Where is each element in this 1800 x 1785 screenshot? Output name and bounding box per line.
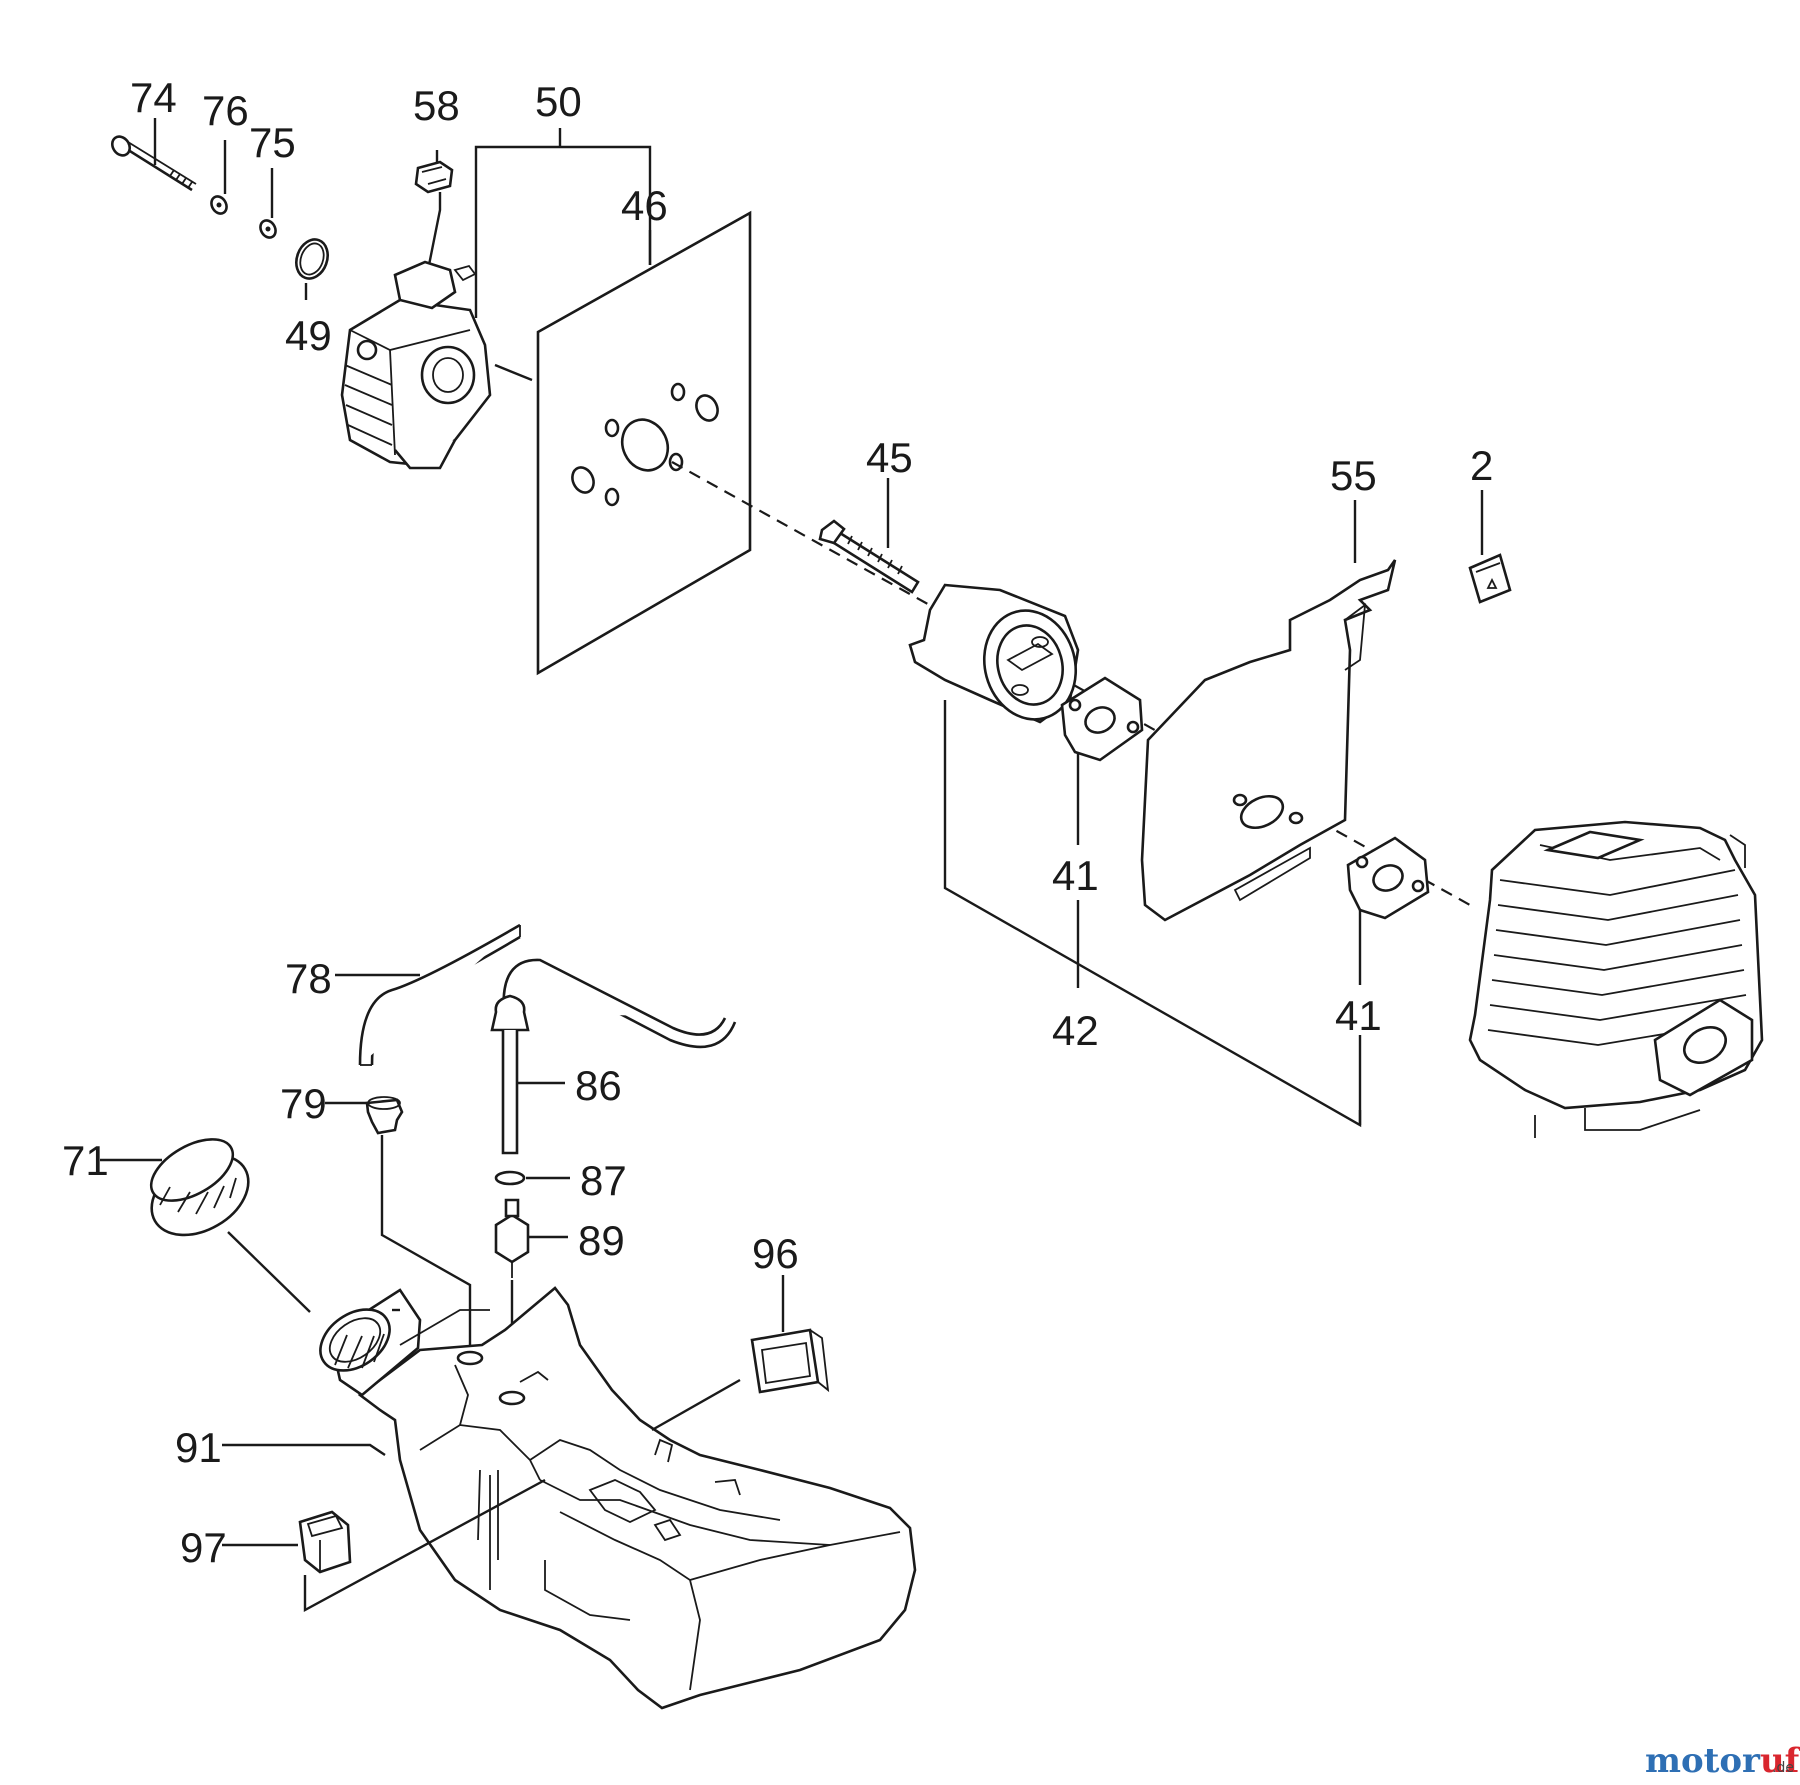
stud-bolt-45 (818, 519, 920, 594)
label-91: 91 (175, 1424, 222, 1471)
label-97: 97 (180, 1524, 227, 1571)
label-46: 46 (621, 182, 668, 229)
heat-shield-55 (1140, 559, 1397, 922)
washer-76 (210, 195, 228, 215)
label-49: 49 (285, 312, 332, 359)
bolt-74 (110, 135, 197, 192)
washer-75 (259, 219, 277, 239)
cable-58 (426, 192, 442, 271)
label-87: 87 (580, 1157, 627, 1204)
label-58: 58 (413, 82, 460, 129)
gasket-41-first (1060, 676, 1144, 762)
label-79: 79 (280, 1080, 327, 1127)
part-96-pad (750, 1328, 830, 1394)
leader-91 (222, 1443, 386, 1456)
intake-insulator (908, 583, 1080, 724)
fuel-line-78 (358, 923, 521, 1066)
leader-96-down (651, 1378, 741, 1432)
label-96: 96 (752, 1230, 799, 1277)
part-97-damper (298, 1510, 352, 1574)
o-ring-49 (295, 238, 329, 280)
label-2: 2 (1470, 442, 1493, 489)
label-78: 78 (285, 955, 332, 1002)
part-2-cap (1468, 553, 1512, 604)
clip-58 (414, 160, 454, 194)
label-50: 50 (535, 78, 582, 125)
label-42: 42 (1052, 1007, 1099, 1054)
fuel-filter-89 (494, 1198, 530, 1278)
leader-79-down (380, 1135, 472, 1345)
leader-97-down (303, 1478, 546, 1613)
insulator-plate-46 (536, 210, 752, 676)
leader-carb-gasket (494, 363, 533, 382)
watermark-logo: motoruf .de (1645, 1741, 1800, 1781)
label-45: 45 (866, 434, 913, 481)
cylinder (1468, 820, 1764, 1138)
fuel-line-86 (490, 958, 737, 1155)
clip-87 (494, 1170, 526, 1186)
grommet-79 (365, 1096, 404, 1135)
label-55: 55 (1330, 452, 1377, 499)
label-71: 71 (62, 1137, 109, 1184)
watermark-part1: motor (1645, 1741, 1761, 1781)
assembly-axis (671, 461, 1471, 906)
svg-text:motoruf: motoruf (1645, 1741, 1800, 1781)
gasket-41-second (1346, 836, 1430, 920)
label-75: 75 (249, 119, 296, 166)
label-41-first: 41 (1052, 852, 1099, 899)
fuel-tank-91 (319, 1286, 917, 1710)
bracket-50 (474, 145, 652, 318)
watermark-part2: uf (1760, 1741, 1800, 1781)
leader-71-down (227, 1231, 311, 1313)
label-76: 76 (202, 87, 249, 134)
watermark-suffix: .de (1772, 1760, 1794, 1776)
label-89: 89 (578, 1217, 625, 1264)
carburetor (340, 260, 492, 470)
label-41-second: 41 (1335, 992, 1382, 1039)
fuel-cap-71 (149, 1138, 250, 1237)
label-74: 74 (130, 74, 177, 121)
label-86: 86 (575, 1062, 622, 1109)
